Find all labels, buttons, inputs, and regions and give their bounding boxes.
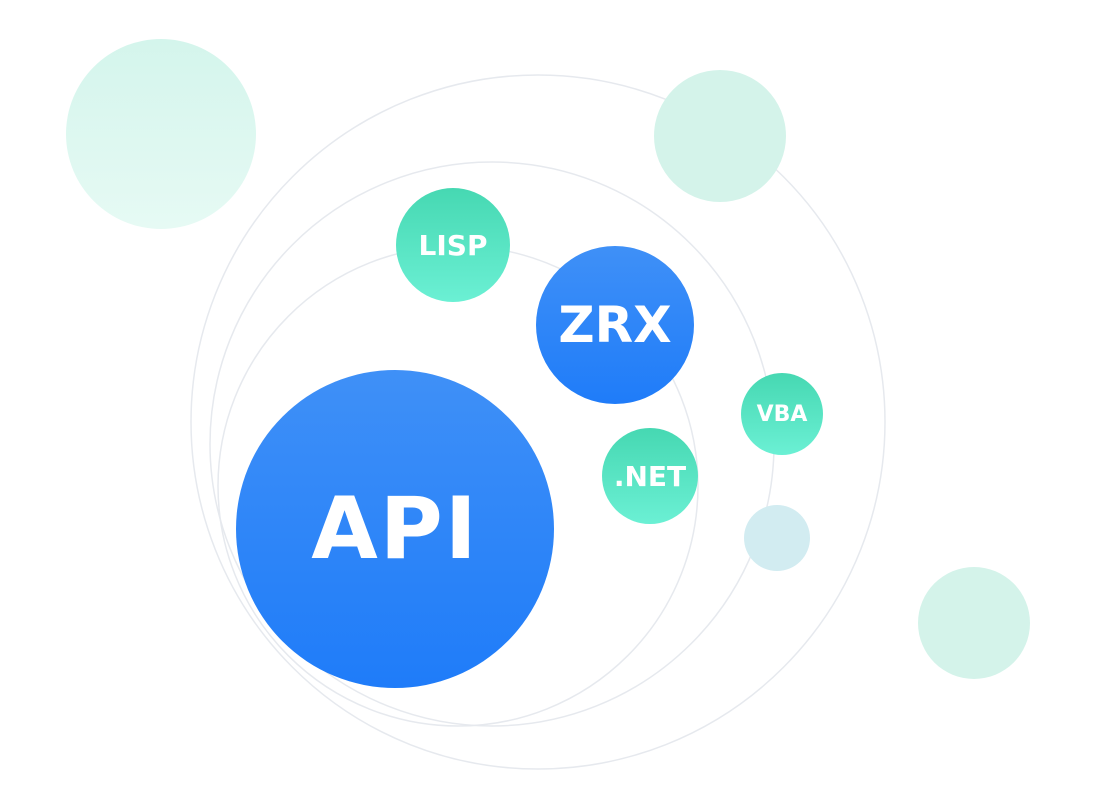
decor-circle-top-right	[654, 70, 786, 202]
net-label: .NET	[613, 459, 687, 493]
decor-circle-top-left	[66, 39, 256, 229]
zrx-label: ZRX	[558, 296, 672, 354]
vba-label: VBA	[756, 401, 808, 427]
lisp-bubble: LISP	[396, 188, 510, 302]
decor-circle-bottom-right	[918, 567, 1030, 679]
api-bubble: API	[236, 370, 554, 688]
api-label: API	[311, 479, 479, 579]
vba-bubble: VBA	[741, 373, 823, 455]
zrx-bubble: ZRX	[536, 246, 694, 404]
lisp-label: LISP	[418, 228, 488, 262]
decor-circle-small	[744, 505, 810, 571]
orbit-ring-outer	[190, 74, 886, 770]
net-bubble: .NET	[602, 428, 698, 524]
